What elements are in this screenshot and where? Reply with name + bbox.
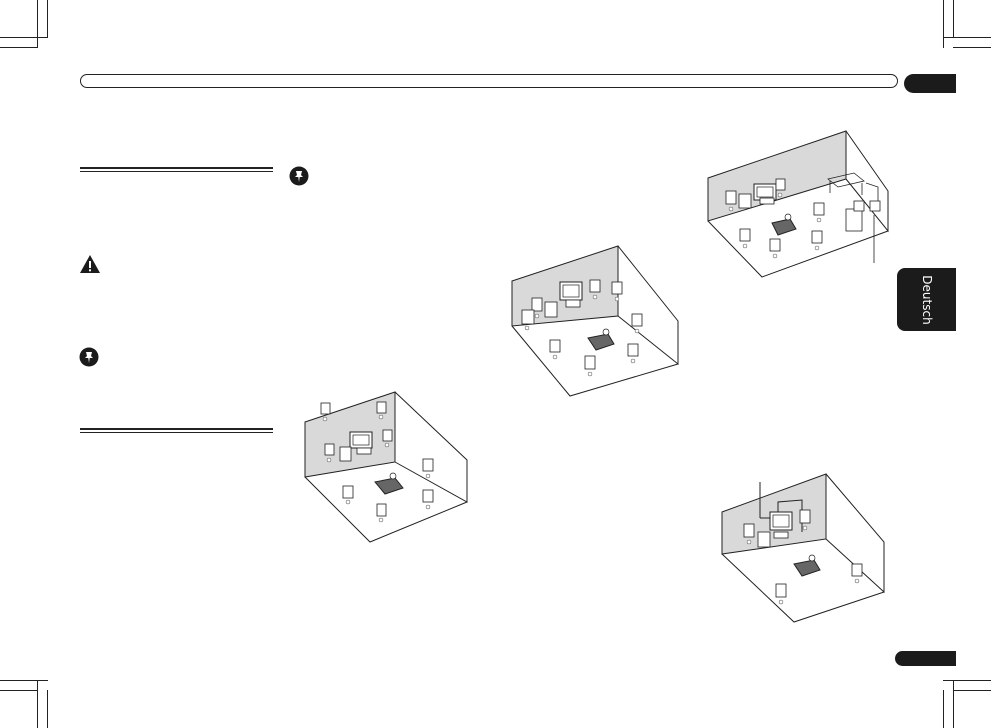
section-rule-1 <box>80 167 273 172</box>
chapter-tab <box>904 74 956 93</box>
section-rule-2 <box>80 428 273 433</box>
speaker-layout-figure-4 <box>721 473 885 623</box>
header-bar <box>80 74 898 88</box>
important-pin-icon <box>289 166 309 186</box>
speaker-layout-figure-1 <box>304 391 468 543</box>
language-tab: Deutsch <box>897 268 956 331</box>
language-tab-label: Deutsch <box>919 274 934 325</box>
speaker-layout-figure-3 <box>707 130 889 278</box>
warning-triangle-icon <box>80 255 100 273</box>
important-pin-icon <box>79 347 99 367</box>
speaker-layout-figure-2 <box>511 245 679 397</box>
page-number-tab <box>895 651 956 666</box>
